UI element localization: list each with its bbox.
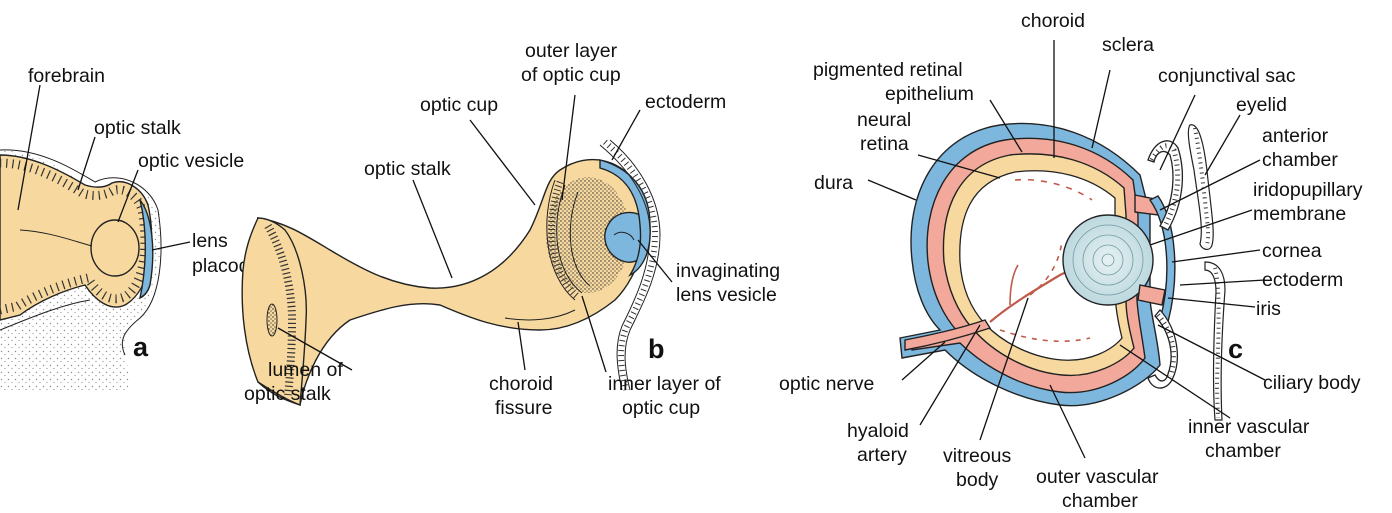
label-invaginating-line1: invaginating bbox=[676, 260, 780, 282]
label-ectoderm-c: ectoderm bbox=[1262, 269, 1343, 291]
label-ciliary-body: ciliary body bbox=[1263, 372, 1361, 394]
label-conjunctival-sac: conjunctival sac bbox=[1158, 65, 1296, 87]
lumen-optic-stalk bbox=[267, 304, 277, 336]
label-vitreous-line2: body bbox=[956, 469, 999, 491]
label-outer-layer-line1: outer layer bbox=[525, 40, 618, 62]
label-optic-stalk-a: optic stalk bbox=[94, 117, 181, 139]
label-inner-vascular-line2: chamber bbox=[1205, 440, 1281, 462]
label-outer-layer-line2: of optic cup bbox=[521, 64, 621, 86]
label-lumen-line1: lumen of bbox=[268, 359, 343, 381]
label-hyaloid-line1: hyaloid bbox=[847, 420, 909, 442]
label-eyelid: eyelid bbox=[1236, 94, 1287, 116]
label-choroid-fissure-line2: fissure bbox=[495, 397, 552, 419]
label-sclera: sclera bbox=[1102, 34, 1154, 56]
label-optic-stalk-b: optic stalk bbox=[364, 158, 451, 180]
label-ectoderm-b: ectoderm bbox=[645, 91, 726, 113]
eyelid-strip-lower bbox=[1205, 262, 1225, 420]
label-iris: iris bbox=[1256, 298, 1281, 320]
label-outer-vascular-line2: chamber bbox=[1062, 490, 1138, 512]
label-neural-retina-line2: retina bbox=[860, 133, 909, 155]
label-inner-layer-line1: inner layer of bbox=[608, 373, 721, 395]
label-optic-nerve: optic nerve bbox=[779, 373, 874, 395]
panel-a: forebrain optic stalk optic vesicle lens… bbox=[0, 65, 260, 390]
label-outer-vascular-line1: outer vascular bbox=[1036, 466, 1159, 488]
label-inner-layer-line2: optic cup bbox=[622, 397, 700, 419]
optic-vesicle-lumen bbox=[91, 220, 139, 276]
label-inner-vascular-line1: inner vascular bbox=[1188, 416, 1310, 438]
label-choroid: choroid bbox=[1021, 10, 1085, 32]
label-choroid-fissure-line1: choroid bbox=[489, 373, 553, 395]
label-pigmented-line2: epithelium bbox=[885, 83, 974, 105]
label-anterior-line1: anterior bbox=[1262, 125, 1329, 147]
label-pigmented-line1: pigmented retinal bbox=[813, 59, 963, 81]
panel-letter-a: a bbox=[133, 332, 149, 362]
label-neural-retina-line1: neural bbox=[857, 109, 911, 131]
label-optic-vesicle: optic vesicle bbox=[138, 150, 244, 172]
panel-b: outer layer of optic cup optic cup ectod… bbox=[242, 40, 780, 419]
label-anterior-line2: chamber bbox=[1262, 149, 1338, 171]
label-vitreous-line1: vitreous bbox=[943, 445, 1012, 467]
label-lens-placode-line1: lens bbox=[192, 230, 228, 252]
panel-letter-c: c bbox=[1228, 334, 1243, 364]
label-dura: dura bbox=[814, 172, 853, 194]
label-optic-cup: optic cup bbox=[420, 94, 498, 116]
label-iridopupillary-line2: membrane bbox=[1253, 203, 1346, 225]
panel-letter-b: b bbox=[648, 334, 665, 364]
label-cornea: cornea bbox=[1262, 240, 1322, 262]
label-lumen-line2: optic stalk bbox=[244, 383, 331, 405]
label-hyaloid-line2: artery bbox=[857, 444, 907, 466]
panel-c: choroid sclera pigmented retinal epithel… bbox=[779, 10, 1363, 512]
label-invaginating-line2: lens vesicle bbox=[676, 284, 777, 306]
label-forebrain: forebrain bbox=[28, 65, 105, 87]
label-iridopupillary-line1: iridopupillary bbox=[1253, 179, 1363, 201]
